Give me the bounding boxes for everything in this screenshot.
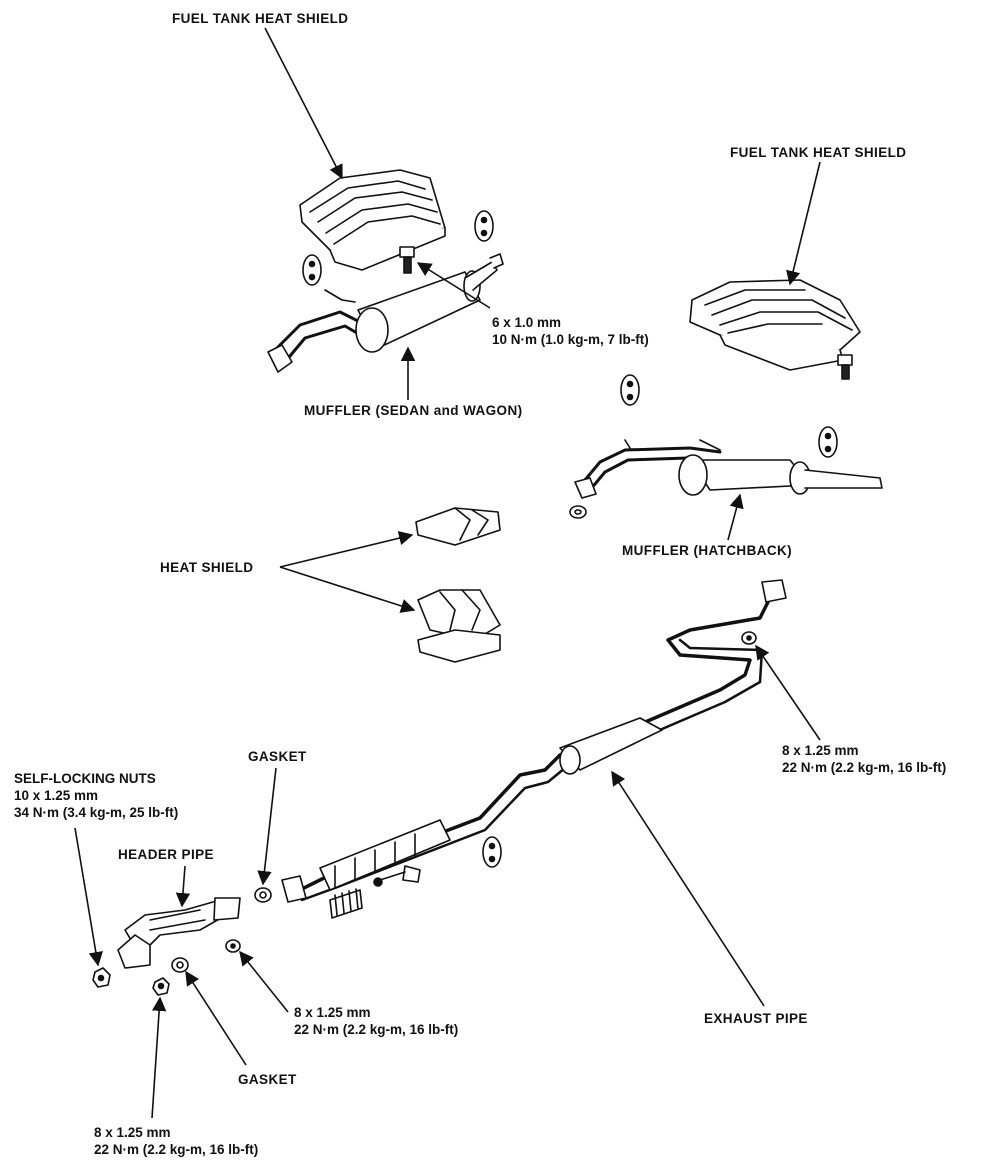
leader-muffler-hatchback [727,493,744,541]
label-fuel-tank-heat-shield-right: FUEL TANK HEAT SHIELD [730,145,907,160]
spec-torque: 34 N·m (3.4 kg-m, 25 lb-ft) [14,805,179,820]
muffler-hatchback [574,439,883,499]
spec-heat-shield-bolt: 6 x 1.0 mm 10 N·m (1.0 kg-m, 7 lb-ft) [492,314,649,348]
leader-header-pipe [175,865,191,908]
leader-exhaust-nut [755,644,821,741]
label-muffler-hatchback: MUFFLER (HATCHBACK) [622,543,793,558]
leader-fuel-tank-heat-shield-right [786,161,821,286]
spring-bolt-assembly [329,865,421,919]
gasket-header-upper [254,887,272,903]
heat-shield-bolt-top [399,246,415,274]
leader-header-lower-nut [151,996,167,1119]
nut-header-bracket [225,939,241,953]
label-exhaust-pipe: EXHAUST PIPE [704,1011,808,1026]
exhaust-pipe [281,579,787,903]
spec-torque: 22 N·m (2.2 kg-m, 16 lb-ft) [94,1142,259,1157]
label-gasket-lower: GASKET [238,1072,297,1087]
fuel-tank-heat-shield-sedan [299,169,446,271]
label-heat-shield: HEAT SHIELD [160,560,254,575]
leader-heat-shield-bolt [416,262,491,309]
spec-torque: 22 N·m (2.2 kg-m, 16 lb-ft) [782,760,947,775]
leader-gasket-upper [257,767,277,886]
header-pipe [117,897,241,969]
leader-heat-shield-lower [279,566,416,613]
self-locking-nut [92,967,111,988]
spec-header-lower-nut: 8 x 1.25 mm 22 N·m (2.2 kg-m, 16 lb-ft) [94,1124,258,1158]
heat-shield-bolt-right [837,354,853,380]
leader-gasket-lower [185,970,247,1066]
rubber-hanger [818,426,838,458]
spec-size: 8 x 1.25 mm [94,1125,171,1140]
leader-header-bracket-nut [239,950,289,1013]
rubber-hanger [302,254,322,286]
leader-fuel-tank-heat-shield-top [264,27,343,180]
spec-size: 6 x 1.0 mm [492,315,562,330]
spec-size: 8 x 1.25 mm [782,743,859,758]
leader-self-locking-nuts [74,827,103,967]
heat-shield-lower [417,589,501,663]
label-header-pipe: HEADER PIPE [118,847,214,862]
fuel-tank-heat-shield-hatchback [689,279,861,371]
label-fuel-tank-heat-shield-top: FUEL TANK HEAT SHIELD [172,11,349,26]
spec-size: 10 x 1.25 mm [14,788,99,803]
spec-torque: 10 N·m (1.0 kg-m, 7 lb-ft) [492,332,649,347]
heat-shield-upper [415,507,501,546]
label-muffler-sedan-wagon: MUFFLER (SEDAN and WAGON) [304,403,523,418]
spec-exhaust-flange-nut: 8 x 1.25 mm 22 N·m (2.2 kg-m, 16 lb-ft) [782,742,946,776]
nut-header-lower [152,977,170,996]
exhaust-nut-flange [741,631,757,645]
spec-header-bracket-nut: 8 x 1.25 mm 22 N·m (2.2 kg-m, 16 lb-ft) [294,1004,458,1038]
spec-self-locking-nuts: SELF-LOCKING NUTS 10 x 1.25 mm 34 N·m (3… [14,770,178,821]
rubber-hanger [474,210,494,242]
label-gasket-upper: GASKET [248,749,307,764]
gasket-hatchback [569,505,587,519]
label-self-locking-nuts: SELF-LOCKING NUTS [14,771,156,786]
leader-heat-shield-upper [279,531,414,568]
rubber-hanger [482,836,502,868]
spec-torque: 22 N·m (2.2 kg-m, 16 lb-ft) [294,1022,459,1037]
leader-exhaust-pipe [611,770,765,1007]
gasket-header-lower [171,957,189,973]
spec-size: 8 x 1.25 mm [294,1005,371,1020]
rubber-hanger [620,374,640,406]
